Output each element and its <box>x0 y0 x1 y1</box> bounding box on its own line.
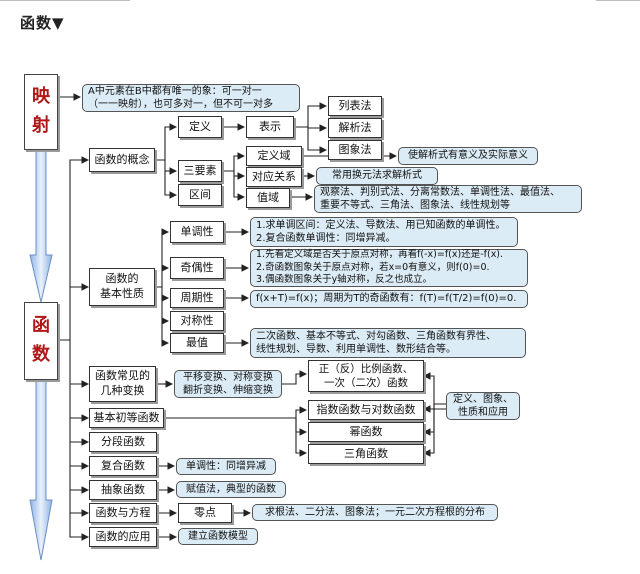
representation-node: 表示 <box>246 116 294 138</box>
big-arrow-2 <box>29 379 53 561</box>
zero-point-node: 零点 <box>178 503 232 523</box>
linear-quadratic-node: 正（反）比例函数、 一次（二次）函数 <box>308 360 424 392</box>
range-note: 观察法、判别式法、分离常数法、单调性法、最值法、 重要不等式、三角法、图象法、线… <box>314 185 582 213</box>
monotonic-node: 单调性 <box>170 221 224 243</box>
range-node: 值域 <box>246 188 290 208</box>
top-rule-right <box>596 0 640 1</box>
page-title: 函数▼ <box>20 14 65 32</box>
monotonic-note: 1.求单调区间：定义法、导数法、用已知函数的单调性。 2.复合函数单调性：同增异… <box>250 217 518 247</box>
elementary-node: 基本初等函数 <box>89 408 164 428</box>
parity-node: 奇偶性 <box>170 257 224 279</box>
abstract-node: 抽象函数 <box>89 480 157 500</box>
properties-node: 函数的 基本性质 <box>89 268 155 306</box>
correspondence-note: 常用换元法求解析式 <box>316 167 438 185</box>
equation-note: 求根法、二分法、图象法；一元二次方程根的分布 <box>252 504 498 521</box>
elementary-note: 定义、图象、 性质和应用 <box>446 392 520 420</box>
top-rule-left <box>0 0 130 1</box>
concept-node: 函数的概念 <box>89 148 155 172</box>
definition-node: 定义 <box>178 116 222 138</box>
three-elements-node: 三要素 <box>178 160 222 182</box>
domain-note: 使解析式有意义及实际意义 <box>398 147 538 165</box>
transform-note: 平移变换、对称变换 翻折变换、伸缩变换 <box>174 370 282 398</box>
periodic-note: f(x+T)=f(x)；周期为T的奇函数有：f(T)=f(T/2)=f(0)=0… <box>250 290 528 308</box>
method-table-node: 列表法 <box>328 96 382 116</box>
symmetry-node: 对称性 <box>170 311 224 331</box>
piecewise-node: 分段函数 <box>89 432 157 452</box>
mapping-definition-note: A中元素在B中都有唯一的象：可一对一 （一一映射），也可多对一，但不可一对多 <box>82 84 300 112</box>
extreme-node: 最值 <box>170 333 224 353</box>
domain-node: 定义域 <box>246 146 302 166</box>
method-graph-node: 图象法 <box>328 140 382 160</box>
application-note: 建立函数模型 <box>178 528 258 545</box>
big-arrow-1 <box>29 149 53 303</box>
extreme-note: 二次函数、基本不等式、对勾函数、三角函数有界性、 线性规划、导数、利用单调性、数… <box>250 328 526 358</box>
power-node: 幂函数 <box>308 422 424 442</box>
function-box: 函 数 <box>24 302 58 380</box>
equation-node: 函数与方程 <box>89 503 157 523</box>
transform-node: 函数常见的 几种变换 <box>89 366 156 402</box>
method-formula-node: 解析法 <box>328 118 382 138</box>
composite-note: 单调性：同增异减 <box>176 458 276 475</box>
parity-note: 1.先看定义域是否关于原点对称，再看f(-x)=f(x)还是-f(x). 2.奇… <box>250 249 528 287</box>
exp-log-node: 指数函数与对数函数 <box>308 400 424 420</box>
abstract-note: 赋值法，典型的函数 <box>176 481 286 498</box>
periodic-node: 周期性 <box>170 288 224 308</box>
correspondence-node: 对应关系 <box>246 167 302 187</box>
application-node: 函数的应用 <box>89 527 157 547</box>
mapping-box: 映 射 <box>24 74 58 150</box>
composite-node: 复合函数 <box>89 456 157 476</box>
trig-node: 三角函数 <box>308 444 424 464</box>
interval-node: 区间 <box>178 184 222 206</box>
